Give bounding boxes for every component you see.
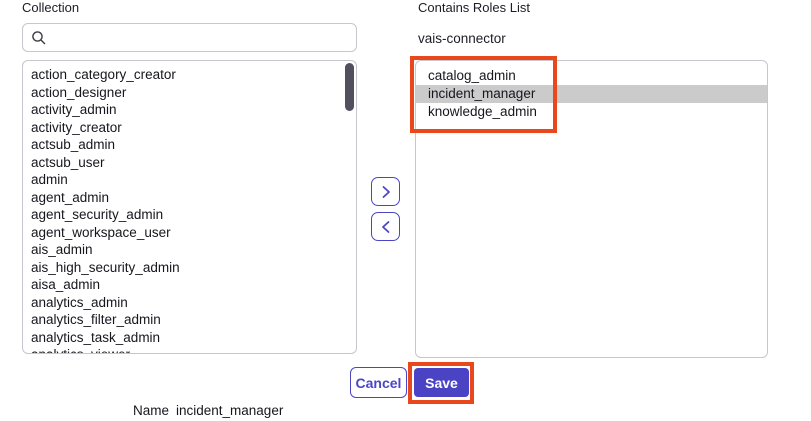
list-item[interactable]: ais_admin [31,242,93,257]
list-item[interactable]: activity_creator [31,119,122,135]
name-label: Name [133,403,170,418]
chevron-left-icon [381,220,389,233]
list-item[interactable]: analytics_filter_admin [31,312,161,327]
search-input[interactable] [47,24,356,51]
role-group-name: vais-connector [418,31,506,46]
list-item[interactable]: catalog_admin [428,68,516,83]
list-item[interactable]: analytics_viewer [23,346,356,353]
cancel-button[interactable]: Cancel [350,367,407,398]
list-item[interactable]: actsub_admin [31,137,116,152]
list-item[interactable]: agent_workspace_user [31,224,171,240]
list-item[interactable]: agent_security_admin [31,207,164,222]
collection-search[interactable] [22,23,357,52]
scrollbar-thumb[interactable] [345,63,354,111]
name-value: incident_manager [176,403,284,418]
list-item[interactable]: activity_admin [31,102,117,117]
list-item[interactable]: aisa_admin [31,277,101,292]
list-item[interactable]: incident_manager [416,85,767,103]
list-item[interactable]: actsub_user [31,154,105,170]
move-left-button[interactable] [371,212,400,241]
chevron-right-icon [382,185,390,198]
save-button[interactable]: Save [414,368,469,397]
list-item[interactable]: knowledge_admin [428,104,537,119]
collection-label: Collection [22,0,80,15]
list-item[interactable]: admin [31,172,68,187]
contains-roles-label: Contains Roles List [418,0,530,15]
move-right-button[interactable] [371,177,400,206]
list-item[interactable]: ais_high_security_admin [31,259,180,275]
search-icon [32,30,46,44]
list-item[interactable]: agent_admin [31,189,110,205]
list-item[interactable]: action_category_creator [31,67,176,82]
list-item[interactable]: analytics_task_admin [31,329,161,345]
list-item[interactable]: analytics_admin [31,294,128,310]
list-item[interactable]: action_designer [31,84,127,100]
